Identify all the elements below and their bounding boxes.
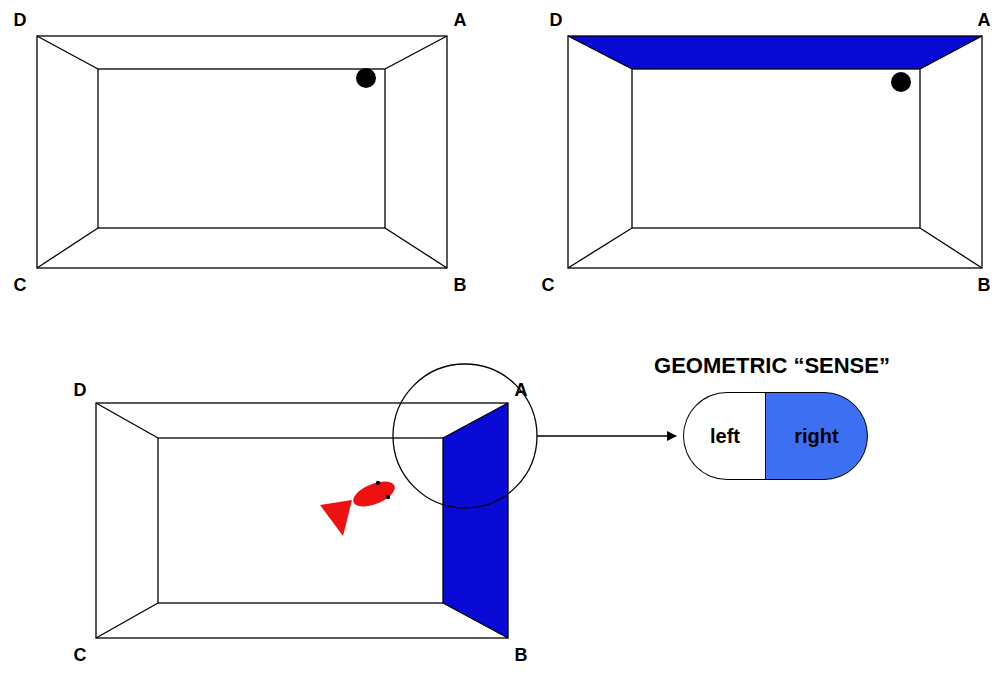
tank-blue-top <box>568 36 982 268</box>
corner-label: C <box>74 646 87 664</box>
pill-half: left <box>683 392 766 480</box>
fish <box>320 476 398 536</box>
pill-label: right <box>794 425 838 448</box>
corner-label: B <box>454 276 467 294</box>
corner-label: A <box>515 381 528 399</box>
corner-label: D <box>14 11 27 29</box>
corner-label: C <box>14 276 27 294</box>
corner-label: C <box>542 276 555 294</box>
corner-label: D <box>74 381 87 399</box>
target-dot <box>356 68 376 88</box>
pill-label: left <box>710 425 740 448</box>
pill-half: right <box>765 392 868 480</box>
corner-label: B <box>515 646 528 664</box>
corner-label: A <box>978 11 991 29</box>
title: GEOMETRIC “SENSE” <box>654 355 890 377</box>
target-dot <box>891 72 911 92</box>
blue-wall <box>568 36 982 69</box>
arrow <box>537 435 676 437</box>
corner-label: D <box>550 11 563 29</box>
tank-plain <box>37 36 447 268</box>
corner-label: A <box>454 11 467 29</box>
focus-circle <box>393 364 537 508</box>
blue-wall <box>443 403 508 638</box>
corner-label: B <box>978 276 991 294</box>
tank-blue-right <box>96 403 508 638</box>
